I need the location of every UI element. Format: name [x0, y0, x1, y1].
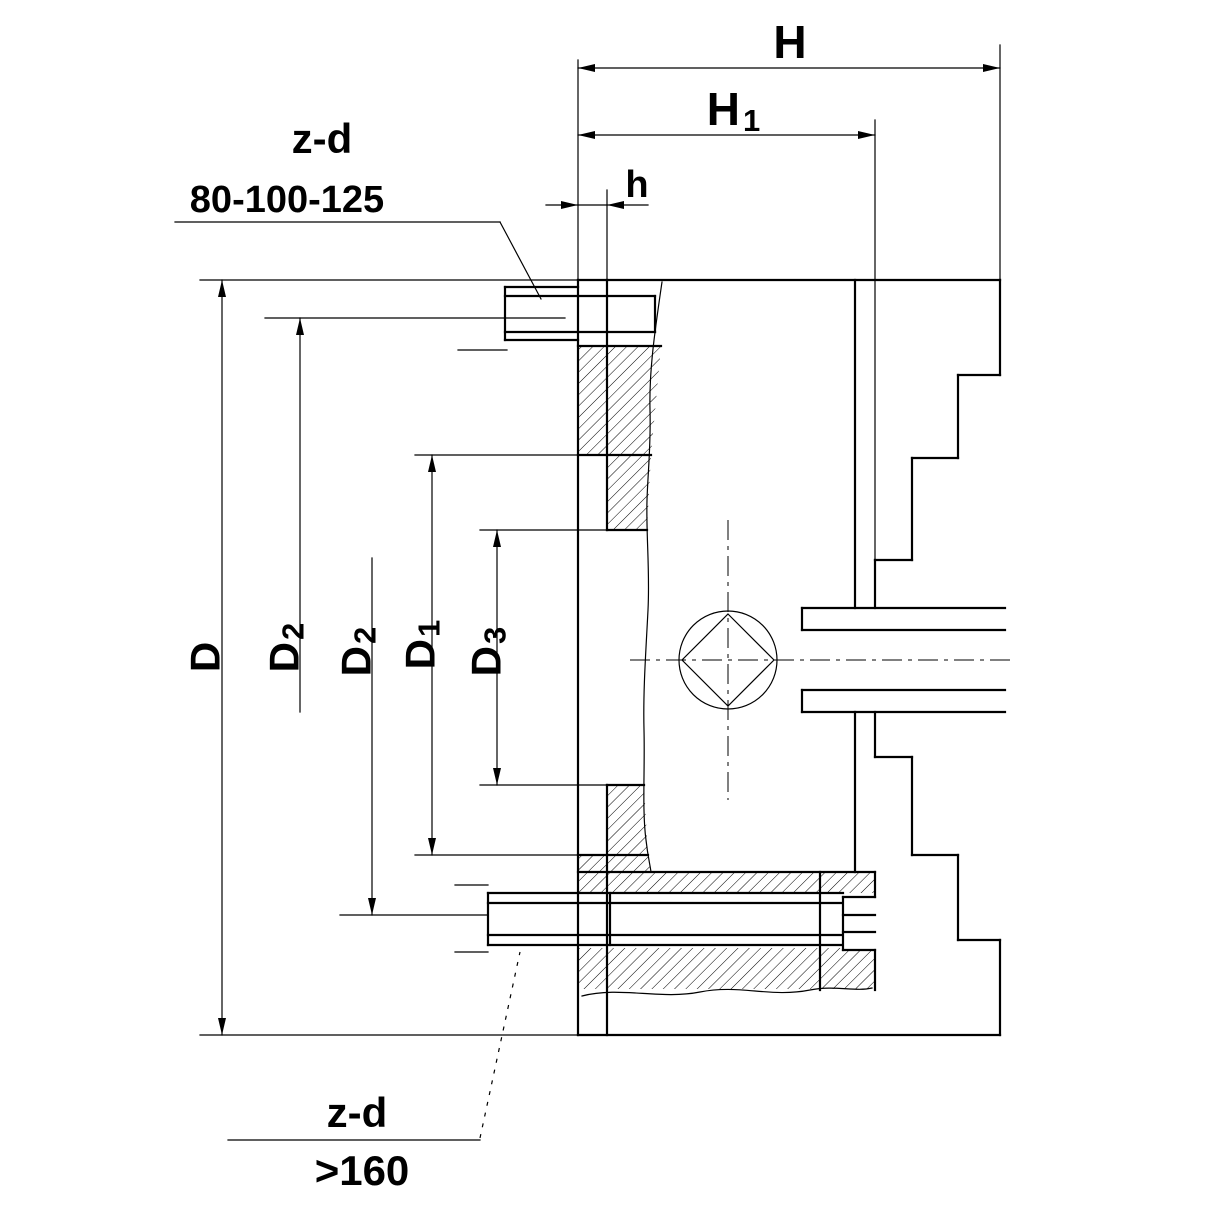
top-bolt-leader	[499, 221, 542, 300]
bottom-bolt-leader	[479, 951, 521, 1139]
dim-label-D3-sub: 3	[478, 627, 513, 644]
dim-label-D1-sub: 1	[412, 620, 447, 637]
part-outline	[576, 278, 1007, 1037]
centerlines	[630, 520, 1010, 800]
dim-label-D2a-sub: 2	[276, 623, 311, 640]
dim-label-D2b-sub: 2	[348, 627, 383, 644]
note-bottom-bolt-range: >160	[315, 1147, 410, 1194]
dim-label-h: h	[625, 164, 648, 206]
top-mounting-screw	[457, 285, 657, 351]
dim-label-D1-main: D	[397, 639, 444, 669]
note-top-bolt-title: z-d	[292, 115, 353, 162]
note-labels: z-d 80-100-125 z-d >160	[190, 115, 410, 1194]
dimension-lines	[218, 64, 1001, 1036]
vertical-break-line	[643, 281, 663, 873]
break-lines	[581, 281, 873, 997]
section-hatching	[578, 347, 875, 989]
note-bottom-bolt-title: z-d	[327, 1089, 388, 1136]
leader-lines	[174, 221, 542, 1141]
horizontal-break-line	[581, 987, 873, 997]
dim-label-D2b-main: D	[333, 646, 380, 676]
dim-label-D2a-main: D	[261, 642, 308, 672]
dim-label-H: H	[773, 16, 806, 68]
bottom-mounting-screw	[454, 884, 845, 953]
dim-label-H1-main: H	[707, 83, 740, 135]
extension-lines	[199, 44, 1001, 1036]
dim-label-D: D	[182, 642, 229, 672]
note-top-bolt-range: 80-100-125	[190, 179, 384, 221]
dim-label-D3-main: D	[463, 646, 510, 676]
dimension-labels: H H 1 h D D 2 D 2 D 1 D 3	[182, 16, 807, 676]
front-clamp-detail	[818, 870, 877, 992]
dim-label-H1-sub: 1	[743, 103, 760, 138]
